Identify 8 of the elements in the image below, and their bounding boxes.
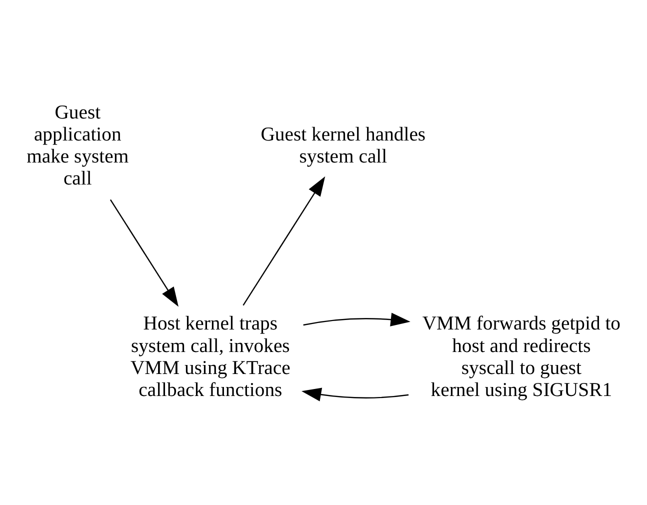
node-text: Host kernel traps system call, invokes VMM using KTrace callback functions — [130, 312, 290, 402]
arrow — [302, 388, 409, 402]
node-text: Guest application make system call — [26, 101, 129, 190]
node-text: VMM forwards getpid to host and redirects syscall to guest kernel using SIGUSR1 — [422, 312, 621, 402]
arrow — [303, 312, 410, 326]
arrow — [110, 199, 178, 307]
node-text: Guest kernel handles system call — [260, 123, 426, 168]
arrow — [242, 176, 326, 306]
